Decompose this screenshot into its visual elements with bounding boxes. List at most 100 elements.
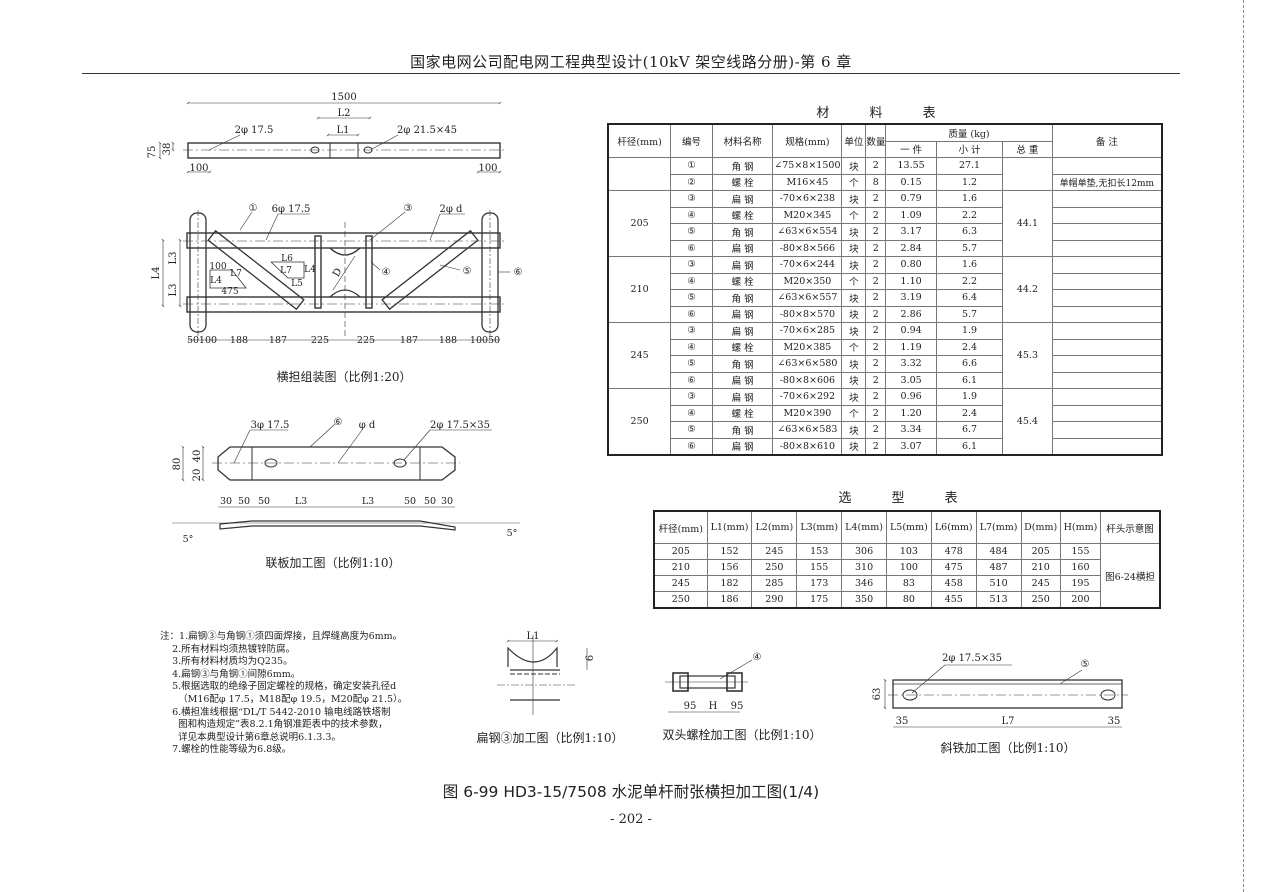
dim-L1: L1 bbox=[336, 125, 349, 136]
selection-table: 杆径(mm)L1(mm)L2(mm)L3(mm)L4(mm)L5(mm)L6(m… bbox=[653, 510, 1161, 609]
pole-diameter: 205 bbox=[607, 190, 672, 257]
table-cell: 195 bbox=[1059, 575, 1102, 592]
quantity: 2 bbox=[865, 239, 887, 257]
mass-subtotal: 6.1 bbox=[935, 437, 1004, 456]
item-no: ⑥ bbox=[670, 371, 713, 389]
material-name: 螺 栓 bbox=[711, 206, 774, 224]
table-cell: 155 bbox=[1059, 543, 1102, 560]
table-cell: 155 bbox=[796, 559, 843, 576]
remark bbox=[1051, 305, 1163, 323]
mass-subtotal: 1.9 bbox=[935, 322, 1004, 340]
table-cell: 245 bbox=[751, 543, 798, 560]
dim-L3-top: L3 bbox=[168, 251, 179, 264]
header-row: 一 件小 计总 重 bbox=[608, 140, 1162, 158]
pole-diameter: 210 bbox=[607, 256, 672, 323]
dim-100-left: 100 bbox=[189, 163, 208, 174]
page-edge-line bbox=[1243, 0, 1244, 892]
mass-each: 3.19 bbox=[885, 289, 937, 307]
label-holes-3: 3φ 17.5 bbox=[251, 420, 290, 431]
table-cell: 290 bbox=[751, 591, 798, 609]
table-cell: 306 bbox=[841, 543, 887, 560]
pole-diameter: 250 bbox=[607, 388, 672, 456]
callout-5: ⑤ bbox=[463, 266, 472, 277]
item-no: ⑥ bbox=[670, 437, 713, 456]
table-cell: 245 bbox=[1020, 575, 1061, 592]
dim-75: 75 bbox=[147, 146, 158, 159]
remark: 单帽单垫,无扣长12mm bbox=[1051, 173, 1163, 191]
assembly-caption: 横担组装图（比例1:20） bbox=[277, 370, 412, 384]
mass-each: 3.07 bbox=[885, 437, 937, 456]
unit: 块 bbox=[841, 355, 867, 373]
table-cell: 350 bbox=[841, 591, 887, 609]
note-line: 2.所有材料均须热镀锌防腐。 bbox=[160, 643, 296, 655]
material-name: 角 钢 bbox=[711, 355, 774, 373]
table-cell: 173 bbox=[796, 575, 843, 592]
table-cell: 100 bbox=[885, 559, 932, 576]
page-header-title: 国家电网公司配电网工程典型设计(10kV 架空线路分册)-第 6 章 bbox=[410, 53, 852, 71]
mass-each: 0.94 bbox=[885, 322, 937, 340]
item-no: ④ bbox=[670, 272, 713, 290]
table-cell: 153 bbox=[796, 543, 843, 560]
quantity: 2 bbox=[865, 206, 887, 224]
unit: 个 bbox=[841, 404, 867, 422]
spec: -70×6×238 bbox=[772, 190, 843, 208]
unit: 块 bbox=[841, 239, 867, 257]
spec: -70×6×285 bbox=[772, 322, 843, 340]
callout-3: ③ bbox=[404, 203, 413, 214]
materials-table: 杆径(mm)编号材料名称规格(mm)单位数量质量 (kg)备 注一 件小 计总 … bbox=[607, 123, 1163, 456]
unit: 块 bbox=[841, 437, 867, 456]
quantity: 2 bbox=[865, 388, 887, 406]
notes: 注：1.扁钢③与角钢①须四面焊接，且焊缝高度为6mm。 2.所有材料均须热镀锌防… bbox=[160, 631, 407, 757]
note-line: 4.扁钢③与角钢①间隙6mm。 bbox=[160, 668, 301, 680]
item-no: ⑤ bbox=[670, 223, 713, 241]
dim-D: D bbox=[331, 267, 345, 279]
unit: 块 bbox=[841, 305, 867, 323]
unit: 个 bbox=[841, 173, 867, 191]
tri-L4: L4 bbox=[210, 276, 222, 286]
materials-table-title: 材 料 表 bbox=[816, 106, 954, 121]
mass-subtotal: 5.7 bbox=[935, 305, 1004, 323]
table-cell: 455 bbox=[930, 591, 977, 609]
column-header: L4(mm) bbox=[841, 510, 887, 544]
mass-subtotal: 2.4 bbox=[935, 404, 1004, 422]
remark bbox=[1051, 239, 1163, 257]
mass-subtotal: 6.4 bbox=[935, 289, 1004, 307]
quantity: 2 bbox=[865, 338, 887, 356]
quantity: 2 bbox=[865, 437, 887, 456]
assembly-dim: 188 bbox=[230, 335, 248, 346]
label-slots: 2φ 17.5×35 bbox=[430, 420, 490, 431]
note-line: 6.横担准线根据“DL/T 5442-2010 输电线路铁塔制 bbox=[160, 706, 391, 718]
table-cell: 510 bbox=[975, 575, 1022, 592]
angle-right: 5° bbox=[507, 528, 518, 539]
mass-subtotal: 27.1 bbox=[935, 157, 1004, 175]
spec: -80×8×610 bbox=[772, 437, 843, 456]
dim-20: 20 bbox=[192, 469, 203, 482]
material-name: 扁 钢 bbox=[711, 322, 774, 340]
remark bbox=[1051, 421, 1163, 439]
callout-4: ④ bbox=[382, 267, 391, 278]
plate-dim: 30 bbox=[441, 496, 453, 507]
table-cell: 458 bbox=[930, 575, 977, 592]
table-cell: 310 bbox=[841, 559, 887, 576]
dim-38: 38 bbox=[162, 143, 173, 156]
column-header: H(mm) bbox=[1059, 510, 1102, 544]
header-pole: 杆径(mm) bbox=[607, 123, 672, 158]
mass-each: 0.96 bbox=[885, 388, 937, 406]
remark bbox=[1051, 157, 1163, 175]
table-cell: 83 bbox=[885, 575, 932, 592]
link-plate-drawing bbox=[172, 423, 520, 531]
header-each: 一 件 bbox=[885, 140, 937, 158]
material-name: 扁 钢 bbox=[711, 437, 774, 456]
